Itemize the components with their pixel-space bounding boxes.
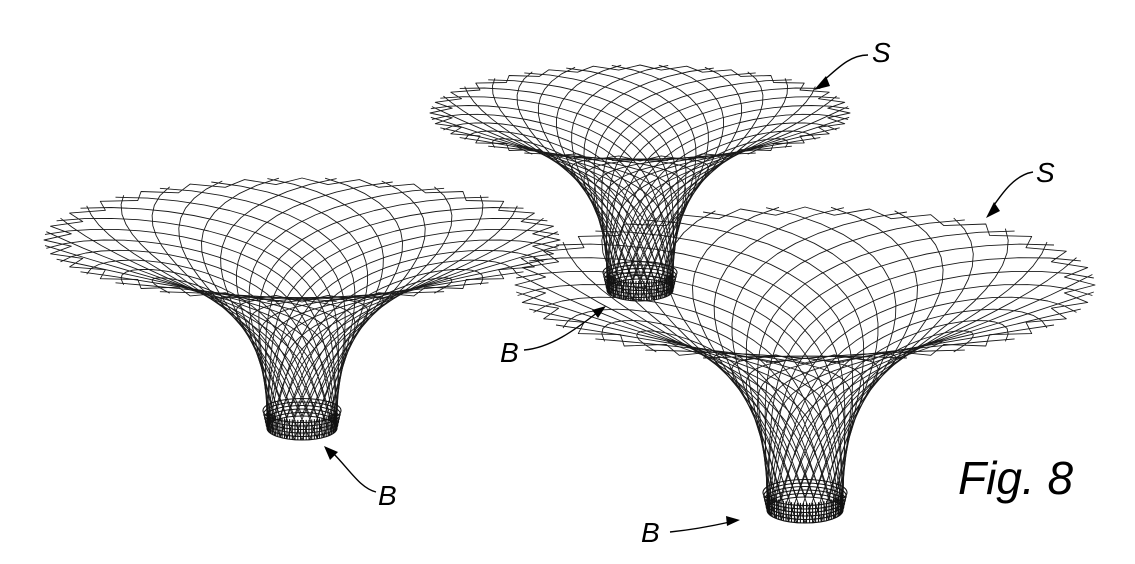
lattice-strut bbox=[44, 228, 337, 426]
lattice-strut bbox=[788, 320, 1009, 499]
lattice-strut bbox=[443, 122, 667, 284]
lattice-strut bbox=[595, 338, 854, 505]
arrowhead-b-left bbox=[324, 446, 338, 460]
lattice-strut bbox=[639, 151, 743, 280]
lattice-strut bbox=[151, 277, 311, 417]
lattice-strut bbox=[533, 296, 836, 502]
base-ring bbox=[604, 271, 676, 295]
leader-lines bbox=[324, 54, 1034, 533]
label-b-front: B bbox=[641, 517, 660, 548]
base-ring bbox=[604, 267, 676, 292]
lattice-strut bbox=[430, 105, 673, 288]
lattice-strut bbox=[46, 239, 334, 423]
lattice-strut bbox=[80, 271, 339, 426]
lattice-strut bbox=[266, 217, 548, 429]
arrowhead-s-back bbox=[814, 76, 830, 90]
base-ring bbox=[262, 397, 342, 424]
base-ring bbox=[264, 404, 340, 431]
lattice-strut bbox=[774, 296, 1077, 502]
lattice-strut bbox=[60, 249, 330, 421]
lattice-strut bbox=[279, 259, 518, 419]
lattice-strut bbox=[813, 347, 918, 498]
funnel-shell-left bbox=[43, 177, 561, 441]
lattice-strut bbox=[86, 259, 325, 419]
lattice-strut bbox=[293, 277, 453, 417]
arrowhead-b-back bbox=[592, 306, 606, 318]
lattice-strut bbox=[516, 270, 843, 508]
rim-edge bbox=[429, 64, 851, 162]
leader-b-front bbox=[669, 521, 731, 533]
lattice-strut bbox=[178, 284, 303, 417]
lattice-strut bbox=[267, 295, 384, 418]
lattice-strut bbox=[115, 282, 346, 423]
lattice-strut bbox=[618, 130, 816, 282]
lattice-strut bbox=[666, 339, 806, 498]
lattice-strut bbox=[301, 284, 426, 417]
lattice-strut bbox=[566, 157, 697, 282]
lattice-strut bbox=[780, 308, 1048, 500]
lattice-strut bbox=[632, 145, 764, 280]
base-ring bbox=[263, 401, 341, 427]
lattice-strut bbox=[613, 122, 837, 284]
label-s-front: S bbox=[1036, 157, 1055, 188]
lattice-strut bbox=[459, 137, 675, 288]
funnel-shell-front-right bbox=[514, 206, 1096, 524]
lattice-strut bbox=[516, 145, 648, 280]
lattice-strut bbox=[766, 353, 897, 499]
base-ring bbox=[762, 478, 848, 507]
lattice-strut bbox=[56, 217, 338, 429]
rim-edge bbox=[43, 177, 561, 303]
label-b-left: B bbox=[378, 480, 397, 511]
lattice-strut bbox=[492, 138, 655, 281]
lattice-strut bbox=[770, 284, 1093, 505]
lattice-left bbox=[43, 177, 561, 441]
lattice-strut bbox=[517, 284, 840, 505]
leader-s-back bbox=[821, 54, 869, 83]
lattice-strut bbox=[703, 355, 879, 500]
lattice-strut bbox=[267, 228, 560, 426]
lattice-strut bbox=[766, 257, 1081, 511]
lattice-front-right bbox=[514, 206, 1096, 524]
lattice-strut bbox=[804, 339, 944, 498]
lattice-strut bbox=[274, 249, 544, 421]
funnel-shell-back-center bbox=[429, 64, 851, 302]
lattice-strut bbox=[562, 308, 830, 500]
lattice-strut bbox=[211, 296, 369, 419]
figure-caption: Fig. 8 bbox=[958, 452, 1073, 504]
lattice-strut bbox=[270, 239, 558, 423]
base-ring bbox=[603, 264, 677, 288]
arrowhead-s-front bbox=[986, 202, 1000, 218]
rim-edge bbox=[514, 206, 1096, 364]
lattice-strut bbox=[636, 330, 814, 498]
leader-b-left bbox=[331, 451, 377, 493]
label-s-back: S bbox=[872, 37, 891, 68]
arrowhead-b-front bbox=[726, 516, 740, 526]
leader-s-front bbox=[991, 171, 1034, 209]
lattice-strut bbox=[464, 130, 662, 282]
lattice-strut bbox=[201, 177, 295, 440]
reference-labels: S S B B B bbox=[378, 37, 1055, 548]
lattice-strut bbox=[767, 270, 1094, 508]
leader-b-back bbox=[523, 311, 599, 351]
label-b-back: B bbox=[500, 337, 519, 368]
lattice-back-center bbox=[429, 64, 851, 302]
lattice-strut bbox=[529, 257, 844, 511]
lattice-strut bbox=[309, 291, 403, 417]
lattice-strut bbox=[555, 324, 846, 508]
lattice-strut bbox=[431, 113, 671, 286]
lattice-strut bbox=[796, 330, 974, 498]
lattice-strut bbox=[713, 207, 845, 522]
lattice-strut bbox=[609, 113, 849, 286]
